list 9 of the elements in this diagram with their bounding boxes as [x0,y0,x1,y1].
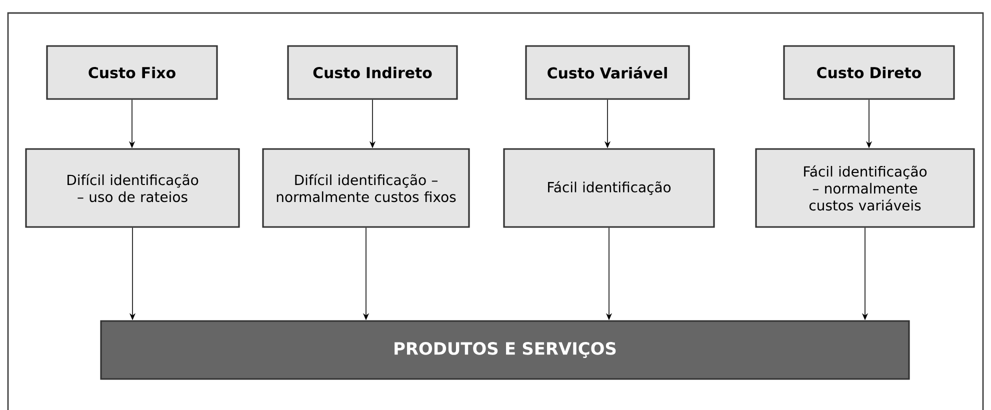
cost-type-box: Custo Indireto [287,45,458,100]
description-box: Difícil identificação – normalmente custos fixos [262,148,470,228]
cost-type-box: Custo Variável [525,45,690,100]
description-box: Fácil identificação [503,148,715,228]
cost-type-box: Custo Direto [783,45,955,100]
cost-type-box: Custo Fixo [46,45,218,100]
products-bar: PRODUTOS E SERVIÇOS [100,320,910,380]
description-box: Difícil identificação – uso de rateios [25,148,240,228]
description-box: Fácil identificação – normalmente custos variáveis [755,148,975,228]
